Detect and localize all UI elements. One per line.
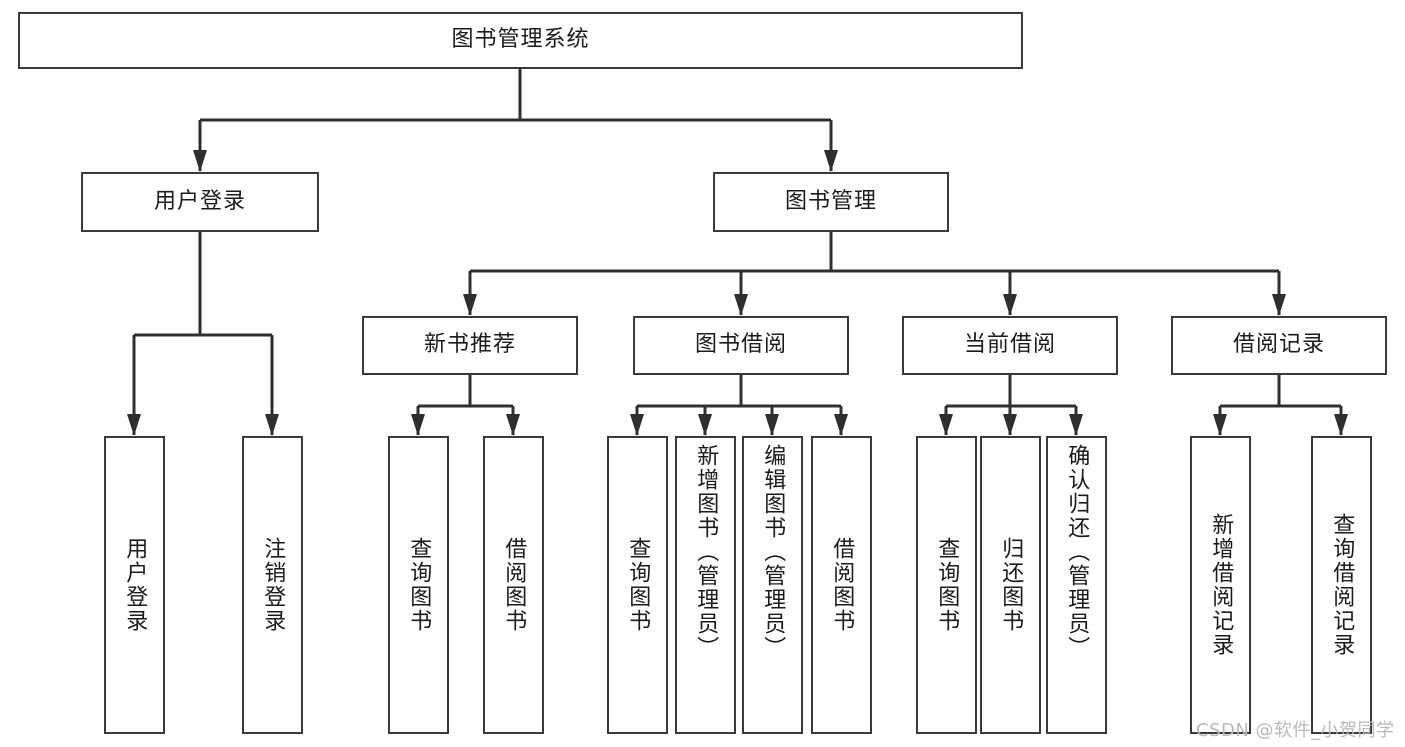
node-leaf-user-login[interactable]: 用户登录: [104, 436, 165, 734]
node-leaf-query-book-3[interactable]: 查询图书: [916, 436, 977, 734]
node-leaf-edit-book-admin[interactable]: 编辑图书（管理员）: [742, 436, 803, 734]
node-user-login[interactable]: 用户登录: [81, 172, 319, 232]
node-leaf-query-book-2[interactable]: 查询图书: [607, 436, 668, 734]
node-leaf-borrow-book-2[interactable]: 借阅图书: [811, 436, 872, 734]
node-current-borrow[interactable]: 当前借阅: [902, 316, 1118, 375]
node-leaf-borrow-book-1[interactable]: 借阅图书: [483, 436, 544, 734]
node-leaf-query-book-1[interactable]: 查询图书: [388, 436, 449, 734]
node-leaf-logout[interactable]: 注销登录: [242, 436, 303, 734]
node-book-borrow[interactable]: 图书借阅: [633, 316, 849, 375]
node-book-management[interactable]: 图书管理: [713, 172, 949, 232]
node-root-system[interactable]: 图书管理系统: [18, 12, 1023, 69]
node-new-book-recommend[interactable]: 新书推荐: [362, 316, 578, 375]
node-leaf-return-book[interactable]: 归还图书: [980, 436, 1041, 734]
watermark-text: CSDN @软件_小贺同学: [1196, 720, 1395, 741]
node-borrow-record[interactable]: 借阅记录: [1171, 316, 1387, 375]
node-leaf-query-borrow-record[interactable]: 查询借阅记录: [1311, 436, 1372, 734]
node-leaf-confirm-return-admin[interactable]: 确认归还（管理员）: [1046, 436, 1107, 734]
node-leaf-add-book-admin[interactable]: 新增图书（管理员）: [675, 436, 736, 734]
node-leaf-add-borrow-record[interactable]: 新增借阅记录: [1190, 436, 1251, 734]
